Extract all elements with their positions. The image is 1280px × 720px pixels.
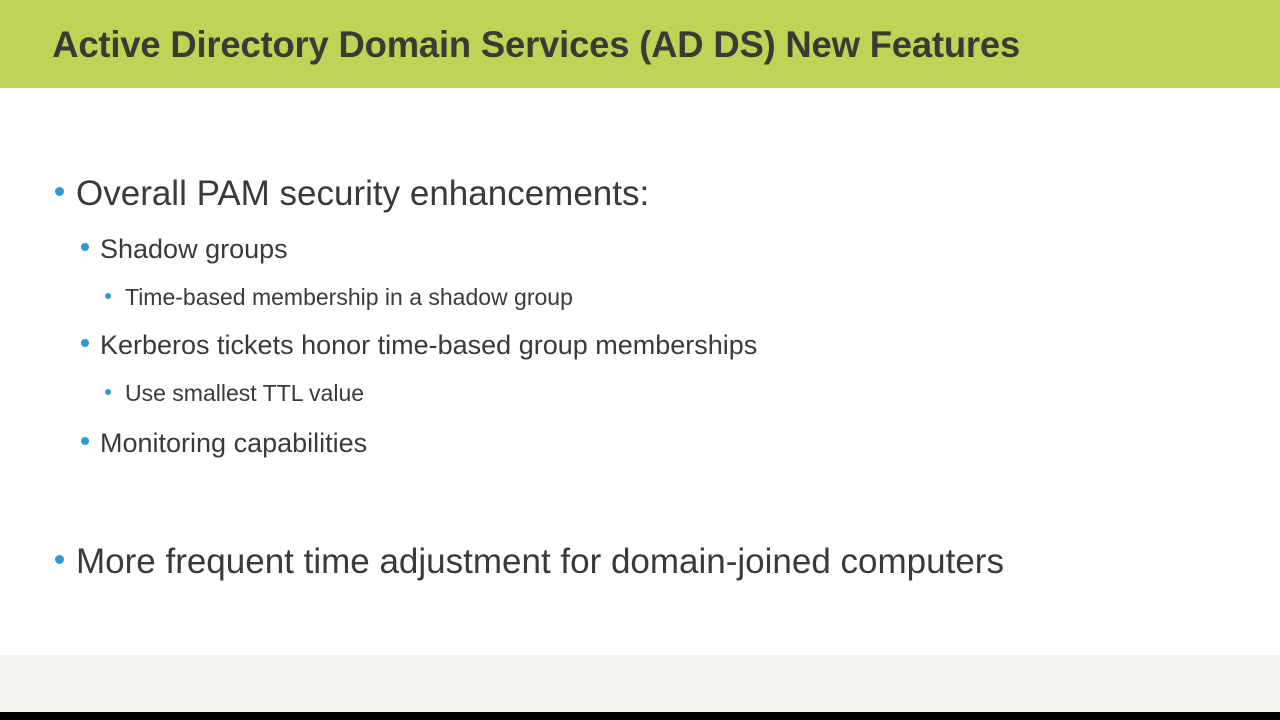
bullet-item-level1: More frequent time adjustment for domain… bbox=[55, 544, 1004, 579]
bullet-text: Kerberos tickets honor time-based group … bbox=[100, 330, 758, 360]
bullet-text: Monitoring capabilities bbox=[100, 428, 368, 458]
bullet-text: Use smallest TTL value bbox=[125, 380, 365, 406]
bullet-dot-icon bbox=[81, 339, 89, 347]
bullet-text: More frequent time adjustment for domain… bbox=[76, 542, 1004, 581]
bullet-text: Time-based membership in a shadow group bbox=[125, 284, 573, 310]
footer-band bbox=[0, 655, 1280, 712]
bullet-text: Shadow groups bbox=[100, 234, 288, 264]
bullet-text: Overall PAM security enhancements: bbox=[76, 174, 650, 213]
bullet-item-level1: Overall PAM security enhancements: bbox=[55, 176, 649, 211]
bullet-dot-icon bbox=[105, 389, 111, 395]
bullet-item-level2: Monitoring capabilities bbox=[81, 430, 367, 457]
bullet-dot-icon bbox=[81, 437, 89, 445]
bullet-item-level3: Time-based membership in a shadow group bbox=[105, 286, 573, 309]
page-title: Active Directory Domain Services (AD DS)… bbox=[52, 23, 1021, 65]
bullet-item-level2: Shadow groups bbox=[81, 236, 288, 263]
title-banner: Active Directory Domain Services (AD DS)… bbox=[0, 0, 1280, 88]
bullet-dot-icon bbox=[105, 293, 111, 299]
bullet-dot-icon bbox=[81, 243, 89, 251]
bullet-dot-icon bbox=[55, 555, 64, 564]
slide-body: Overall PAM security enhancements: Shado… bbox=[0, 88, 1280, 655]
bullet-item-level2: Kerberos tickets honor time-based group … bbox=[81, 332, 757, 359]
bullet-item-level3: Use smallest TTL value bbox=[105, 382, 364, 405]
bullet-dot-icon bbox=[55, 187, 64, 196]
bottom-bar bbox=[0, 712, 1280, 720]
